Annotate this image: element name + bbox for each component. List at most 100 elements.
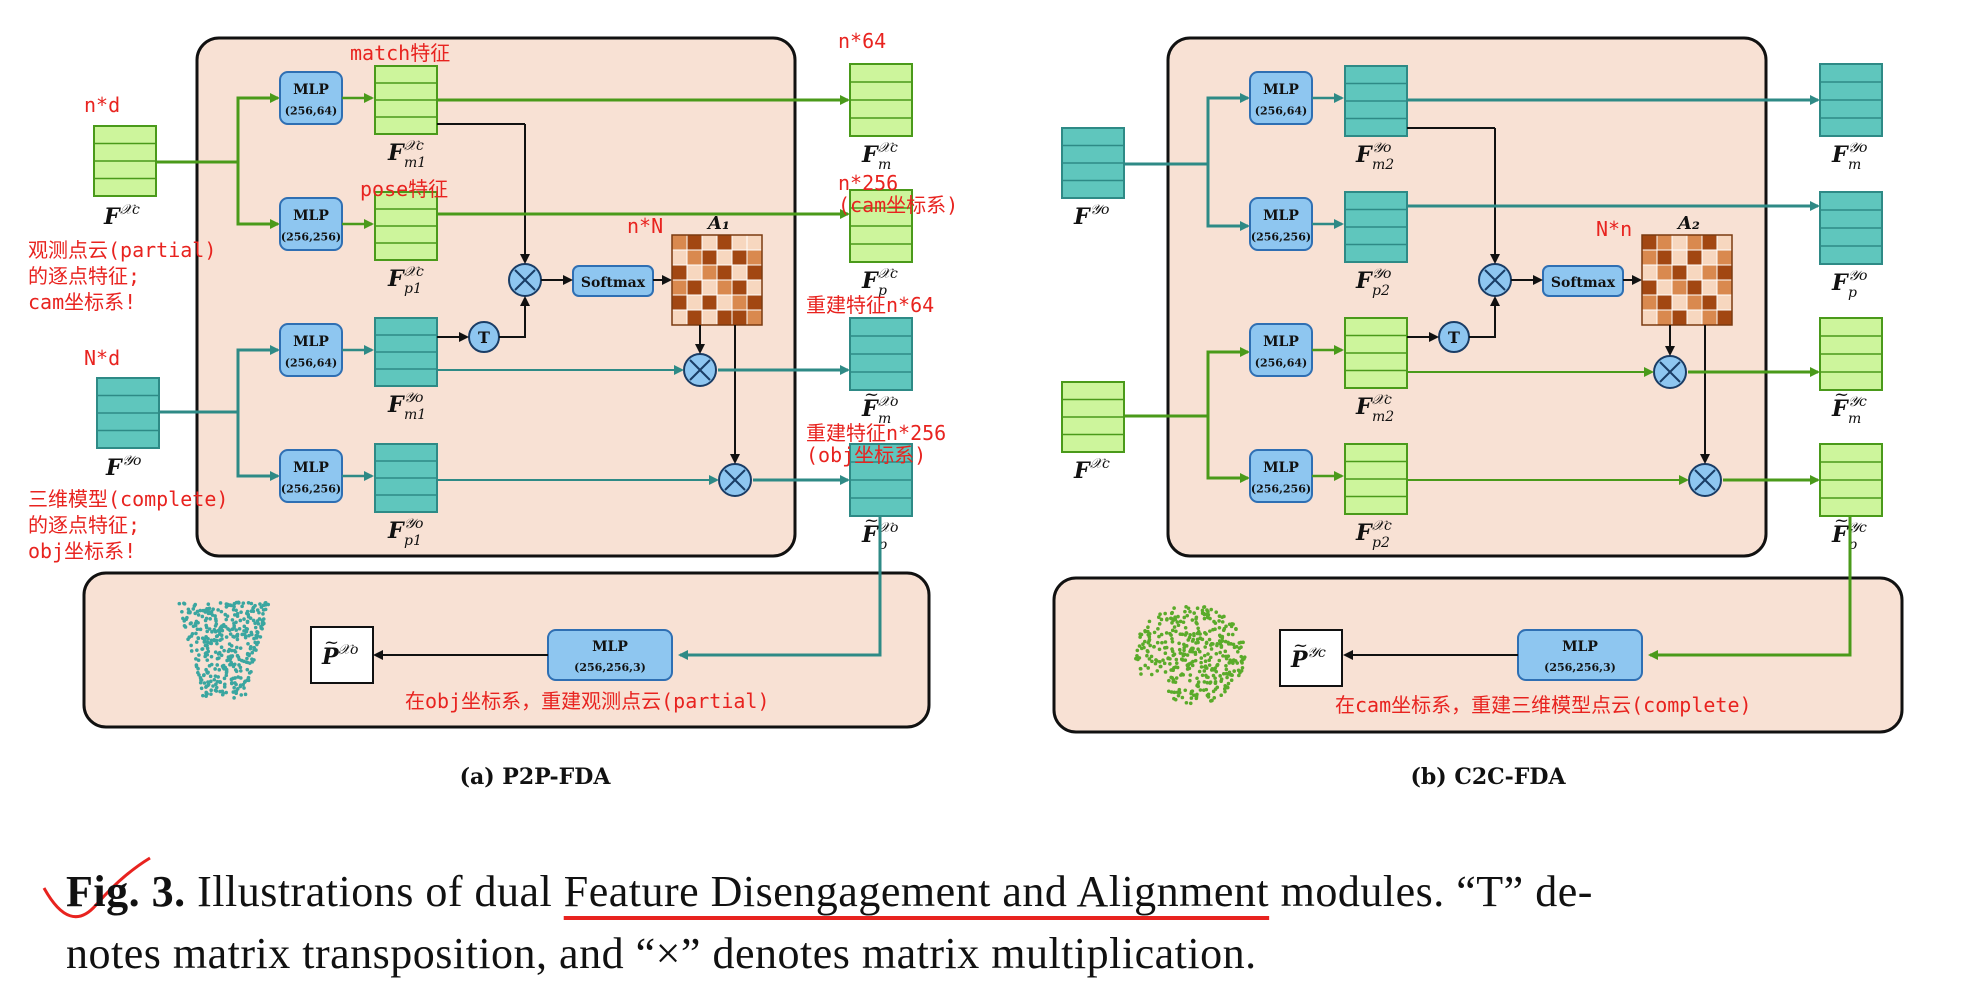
point — [197, 653, 201, 657]
attention-cell — [701, 264, 718, 281]
point — [1150, 659, 1154, 664]
point — [200, 647, 204, 651]
point — [232, 685, 236, 690]
point — [189, 634, 194, 638]
point — [1182, 642, 1186, 647]
point — [1176, 614, 1180, 619]
point — [205, 629, 210, 634]
point — [259, 605, 264, 609]
point — [1218, 650, 1222, 655]
attention-cell — [701, 279, 718, 296]
point — [1185, 667, 1190, 671]
mlp-title: MLP — [1263, 82, 1299, 98]
point — [241, 659, 246, 664]
point — [1157, 647, 1162, 652]
point — [203, 654, 207, 659]
attention-cell — [1716, 309, 1733, 326]
point — [1217, 633, 1222, 638]
feature-superscript: 𝒳o — [878, 520, 898, 536]
point — [1159, 632, 1164, 637]
point — [253, 625, 258, 630]
attention-cell — [671, 264, 688, 281]
point — [1213, 679, 1218, 684]
mlp-dims: (256,64) — [285, 105, 338, 118]
point — [229, 681, 234, 686]
point — [1194, 696, 1199, 701]
point — [229, 677, 234, 682]
point — [213, 667, 217, 671]
attention-cell — [716, 294, 733, 311]
point — [1209, 647, 1214, 651]
attention-cell — [1716, 264, 1733, 281]
mlp-block-b-2: MLP(256,256) — [1249, 197, 1313, 251]
point — [224, 617, 229, 622]
reconstruction-name-a: P~𝒳o — [321, 632, 358, 670]
attention-cell — [1716, 234, 1733, 251]
point — [206, 683, 210, 688]
point — [196, 613, 201, 617]
point — [209, 688, 213, 692]
point — [1223, 684, 1227, 688]
point — [1143, 628, 1147, 633]
point — [180, 610, 184, 614]
point — [1202, 605, 1206, 609]
point — [235, 634, 240, 638]
feature-subscript: m2 — [1372, 409, 1394, 425]
multiply-node-b-3 — [1688, 463, 1722, 497]
point — [209, 638, 214, 643]
point — [1159, 617, 1164, 622]
point — [228, 632, 233, 636]
point — [247, 633, 251, 638]
tilde-mark: ~ — [1834, 510, 1849, 531]
feature-name-base: F — [1355, 142, 1373, 168]
arrow-to-mlp — [236, 412, 280, 481]
point — [1174, 676, 1179, 680]
point — [205, 607, 209, 611]
point — [1200, 611, 1205, 616]
attention-cell — [1656, 294, 1673, 311]
point — [1145, 648, 1150, 653]
feature-name-base: P — [321, 644, 340, 670]
point — [256, 621, 261, 626]
point — [1146, 632, 1151, 637]
point — [1220, 620, 1225, 624]
multiply-node-a-1 — [508, 263, 542, 297]
point — [1183, 609, 1187, 614]
point — [1191, 637, 1196, 642]
attention-cell — [1641, 249, 1658, 266]
point — [230, 618, 235, 622]
point — [1207, 663, 1212, 667]
attention-cell — [671, 249, 688, 266]
mlp-block-a-4: MLP(256,256) — [279, 449, 343, 503]
point — [234, 691, 238, 696]
point — [1155, 669, 1160, 673]
input-bottom-note: obj坐标系! — [28, 539, 136, 563]
point — [200, 614, 205, 619]
feature-subscript: p2 — [1372, 535, 1390, 551]
point — [1135, 648, 1140, 653]
mlp-title: MLP — [592, 639, 628, 655]
multiply-x — [514, 269, 536, 291]
attention-cell — [1701, 249, 1718, 266]
point — [239, 610, 243, 614]
point — [1214, 610, 1219, 614]
feature-name-base: F — [1831, 396, 1849, 422]
point — [206, 611, 211, 616]
attention-cell — [1701, 309, 1718, 326]
feature-superscript: 𝒳c — [878, 266, 898, 282]
point — [234, 682, 238, 687]
attention-cell — [746, 309, 763, 326]
point — [1207, 658, 1212, 663]
point — [1217, 619, 1221, 623]
point — [208, 674, 213, 679]
mlp-block-a-3: MLP(256,64) — [279, 323, 343, 377]
multiply-x — [724, 469, 746, 491]
decoder-connector — [1654, 516, 1852, 657]
point — [198, 680, 203, 685]
point — [1200, 608, 1205, 613]
output-note-dim: n*256 — [838, 171, 898, 195]
attention-cell — [1701, 234, 1718, 251]
feature-superscript: 𝒴c — [1307, 645, 1326, 661]
point — [245, 620, 250, 625]
point — [222, 667, 226, 671]
